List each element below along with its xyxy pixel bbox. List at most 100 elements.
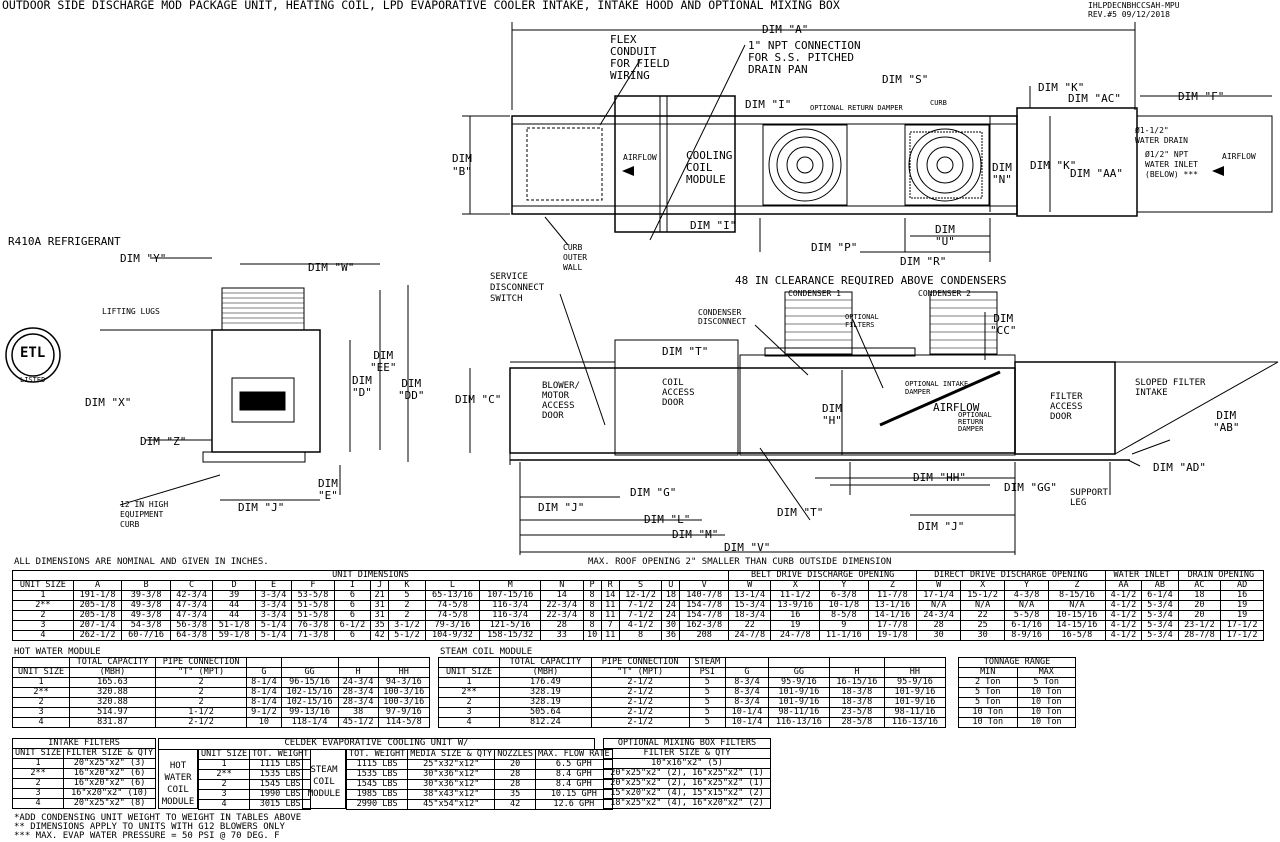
table-cell: 51-5/8 bbox=[291, 600, 335, 611]
revision-label: REV.#5 09/12/2018 bbox=[1088, 10, 1170, 19]
table-cell: 15"x20"x2" (4), 15"x15"x2" (2) bbox=[603, 788, 771, 799]
table-cell: 99-13/16 bbox=[280, 707, 339, 718]
table-cell: 56-3/8 bbox=[169, 620, 214, 631]
table-cell: TOTAL CAPACITY bbox=[499, 657, 592, 668]
airflow-left-label: AIRFLOW bbox=[623, 153, 657, 162]
table-cell: 30"x36"x12" bbox=[407, 779, 496, 790]
table-cell: 154-7/8 bbox=[679, 610, 729, 621]
mixing-box-body: 10"x16"x2" (5)20"x25"x2" (2), 16"x25"x2"… bbox=[603, 758, 771, 809]
table-cell: 2** bbox=[197, 769, 251, 780]
table-cell: 4 bbox=[12, 630, 74, 641]
table-cell: 8-5/8 bbox=[819, 610, 869, 621]
dim-l: DIM "L" bbox=[644, 513, 691, 526]
table-cell: 1-1/2 bbox=[154, 707, 248, 718]
table-cell: 45"x54"x12" bbox=[407, 799, 496, 810]
table-cell: 1990 LBS bbox=[249, 789, 312, 800]
table-cell: 191-1/8 bbox=[72, 590, 123, 601]
column-header: X bbox=[960, 580, 1006, 591]
table-cell: 3-3/4 bbox=[254, 590, 293, 601]
table-cell: 10 Ton bbox=[958, 717, 1018, 728]
table-cell: 2990 LBS bbox=[345, 799, 409, 810]
table-cell: 79-3/16 bbox=[424, 620, 481, 631]
column-header: MAX. FLOW RATE bbox=[535, 749, 613, 760]
dim-d: DIM"D" bbox=[352, 374, 372, 399]
table-cell: 20"x25"x2" (8) bbox=[63, 798, 157, 809]
table-cell: HH bbox=[377, 667, 431, 678]
column-header: AD bbox=[1220, 580, 1264, 591]
mixing-box-table: OPTIONAL MIXING BOX FILTERS FILTER SIZE … bbox=[603, 738, 771, 809]
table-cell: 5-5/8 bbox=[1004, 610, 1050, 621]
table-cell: 12-1/2 bbox=[618, 590, 663, 601]
table-cell: TOTAL CAPACITY bbox=[69, 657, 156, 668]
table-cell: 19 bbox=[770, 620, 821, 631]
table-cell: 18"x25"x2" (4), 16"x20"x2" (2) bbox=[603, 798, 771, 809]
table-cell: 39-3/8 bbox=[121, 590, 171, 601]
unit-dimensions-title: UNIT DIMENSIONS bbox=[12, 570, 729, 581]
dim-s: DIM "S" bbox=[882, 73, 929, 86]
table-cell: 98-11/16 bbox=[883, 707, 947, 718]
table-cell: 10 bbox=[246, 717, 282, 728]
table-cell: 42 bbox=[494, 799, 537, 810]
table-cell: 10-15/16 bbox=[1048, 610, 1106, 621]
table-cell: 95-9/16 bbox=[767, 677, 830, 688]
table-cell: 5-1/4 bbox=[254, 630, 293, 641]
table-cell: 13-1/16 bbox=[867, 600, 918, 611]
table-cell: 2-1/2 bbox=[590, 697, 690, 708]
table-cell: 10-1/8 bbox=[819, 600, 869, 611]
table-cell: 11 bbox=[600, 610, 620, 621]
table-cell: 42 bbox=[370, 630, 390, 641]
table-cell: 2-1/2 bbox=[590, 717, 690, 728]
table-cell: 44 bbox=[212, 610, 256, 621]
column-header: Z bbox=[867, 580, 918, 591]
table-cell: 10"x16"x2" (5) bbox=[603, 758, 771, 769]
table-row: 10"x16"x2" (5) bbox=[603, 758, 771, 769]
drain-opening-group: DRAIN OPENING bbox=[1177, 570, 1265, 581]
lifting-lugs-label: LIFTING LUGS bbox=[102, 307, 160, 316]
table-cell: 5 Ton bbox=[1016, 677, 1076, 688]
table-cell: 8-3/4 bbox=[725, 677, 769, 688]
table-cell: 24-3/4 bbox=[916, 610, 962, 621]
dim-b: DIM"B" bbox=[452, 152, 472, 178]
table-cell: 8.4 GPH bbox=[535, 779, 613, 790]
dim-v: DIM "V" bbox=[724, 541, 771, 554]
water-inlet-group: WATER INLET bbox=[1104, 570, 1179, 581]
table-cell: 7-1/2 bbox=[618, 600, 663, 611]
table-cell: 10 Ton bbox=[1016, 687, 1076, 698]
column-header: E bbox=[254, 580, 293, 591]
dim-h: DIM"H" bbox=[822, 402, 842, 427]
hot-water-title: HOT WATER MODULE bbox=[14, 647, 101, 657]
dim-ac: DIM "AC" bbox=[1068, 92, 1121, 105]
column-header: Y bbox=[819, 580, 869, 591]
table-cell: 5 bbox=[388, 590, 426, 601]
column-header: C bbox=[169, 580, 214, 591]
celdek-title: CELDEK EVAPORATIVE COOLING UNIT W/ bbox=[158, 738, 595, 749]
airflow-side-label: AIRFLOW bbox=[933, 401, 980, 414]
table-cell: 101-9/16 bbox=[883, 697, 947, 708]
dim-i-top: DIM "I" bbox=[745, 98, 792, 111]
table-cell: 96-15/16 bbox=[280, 677, 339, 688]
column-header: MEDIA SIZE & QTY bbox=[407, 749, 496, 760]
condenser-2-label: CONDENSER 2 bbox=[918, 289, 971, 298]
table-cell: 10 Ton bbox=[1016, 697, 1076, 708]
table-cell: 1535 LBS bbox=[249, 769, 312, 780]
table-cell: 1115 LBS bbox=[345, 759, 409, 770]
table-cell: 11-1/2 bbox=[770, 590, 821, 601]
table-cell: 5 Ton bbox=[958, 687, 1018, 698]
table-cell: 505.64 bbox=[499, 707, 592, 718]
